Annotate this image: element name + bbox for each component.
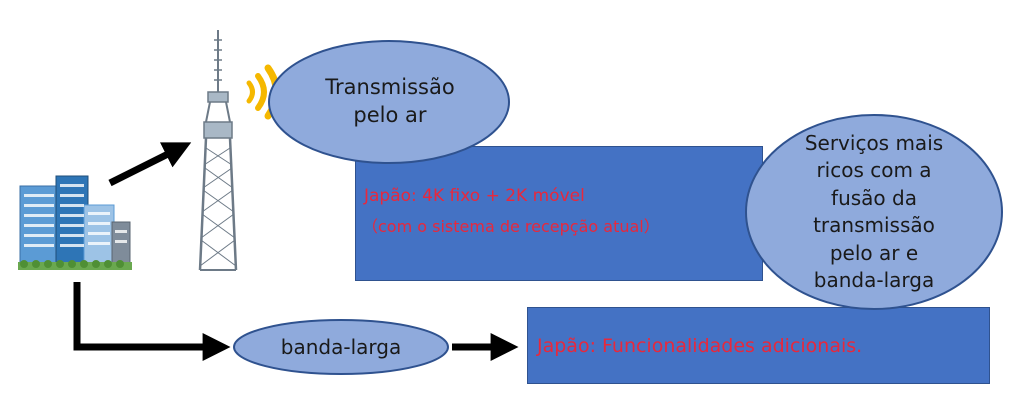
arrow-to-broadband (73, 282, 231, 361)
box-top (355, 146, 763, 281)
fusion-ellipse (745, 114, 1003, 310)
fusion-label: Serviços mais ricos com a fusão da trans… (804, 130, 944, 293)
box-bottom (527, 307, 990, 384)
broadband-ellipse (233, 319, 449, 375)
broadcast-ellipse (268, 40, 510, 164)
office-buildings-icon (18, 175, 132, 270)
broadband-label: banda-larga (280, 335, 402, 359)
box-bottom-text: Japão: Funcionalidades adicionais. (537, 335, 863, 357)
broadcast-label: Transmissão pelo ar (325, 75, 455, 127)
broadcast-tower-icon (198, 30, 238, 271)
arrow-to-tower (108, 142, 192, 187)
box-top-line2: （com o sistema de recepção atual） (362, 217, 660, 236)
box-top-line1: Japão: 4K fixo + 2K móvel (364, 186, 585, 206)
